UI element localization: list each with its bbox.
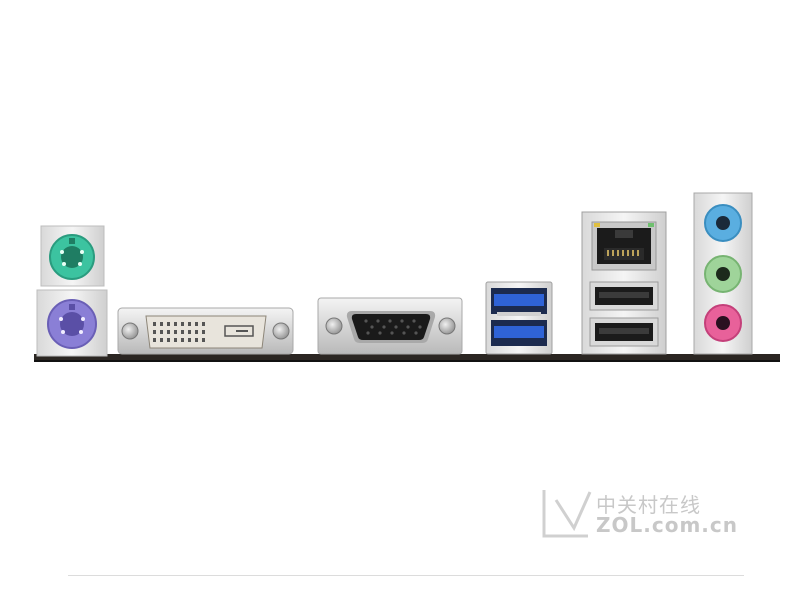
usb3-ports	[485, 281, 553, 355]
watermark-domain: ZOL.com.cn	[596, 513, 738, 537]
bottom-divider	[68, 575, 744, 576]
audio-line-in	[704, 204, 742, 242]
audio-jacks	[693, 192, 753, 355]
audio-mic	[704, 304, 742, 342]
audio-line-out	[704, 255, 742, 293]
usb2-ports	[589, 281, 659, 347]
ethernet-port	[591, 221, 657, 271]
ethernet-usb2-stack	[581, 211, 667, 355]
ps2-mouse-port	[36, 289, 108, 357]
dvi-port	[117, 307, 294, 355]
pcb-edge	[34, 354, 780, 362]
zol-logo-mark	[542, 490, 592, 538]
watermark-chinese: 中关村在线	[596, 493, 701, 517]
ps2-keyboard-port	[40, 225, 105, 287]
vga-port	[317, 297, 463, 355]
